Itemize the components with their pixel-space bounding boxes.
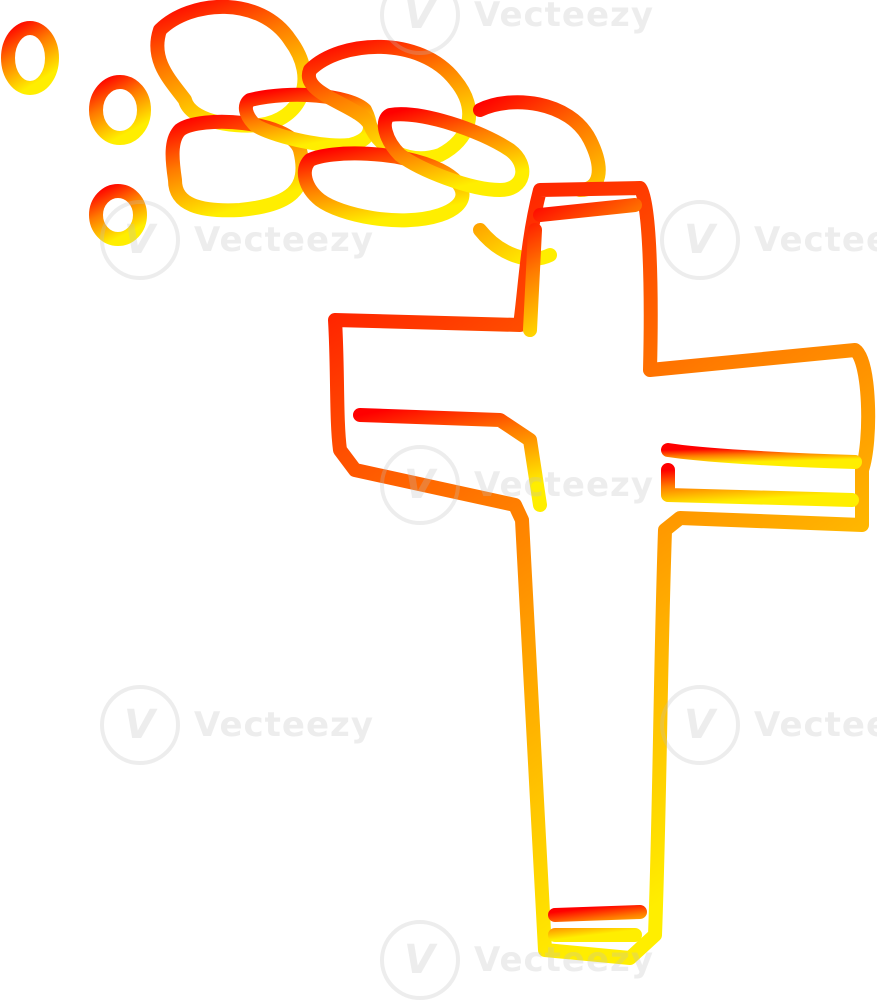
small-ring-3 <box>89 184 147 246</box>
cross-bevel-right <box>661 443 862 469</box>
cross-pendant <box>328 181 876 965</box>
cross-bevel-top <box>523 198 642 337</box>
cross-bevel-right-lower <box>661 463 859 507</box>
chain-link-5 <box>297 146 470 228</box>
small-ring-2 <box>89 75 151 145</box>
cross-bevel-bottom <box>548 905 647 942</box>
cross-bevel-left <box>353 408 547 512</box>
chain-link-6 <box>377 107 530 197</box>
chain-link-4 <box>302 39 477 166</box>
chain-link-1 <box>150 0 312 133</box>
small-ring-1 <box>1 21 59 95</box>
